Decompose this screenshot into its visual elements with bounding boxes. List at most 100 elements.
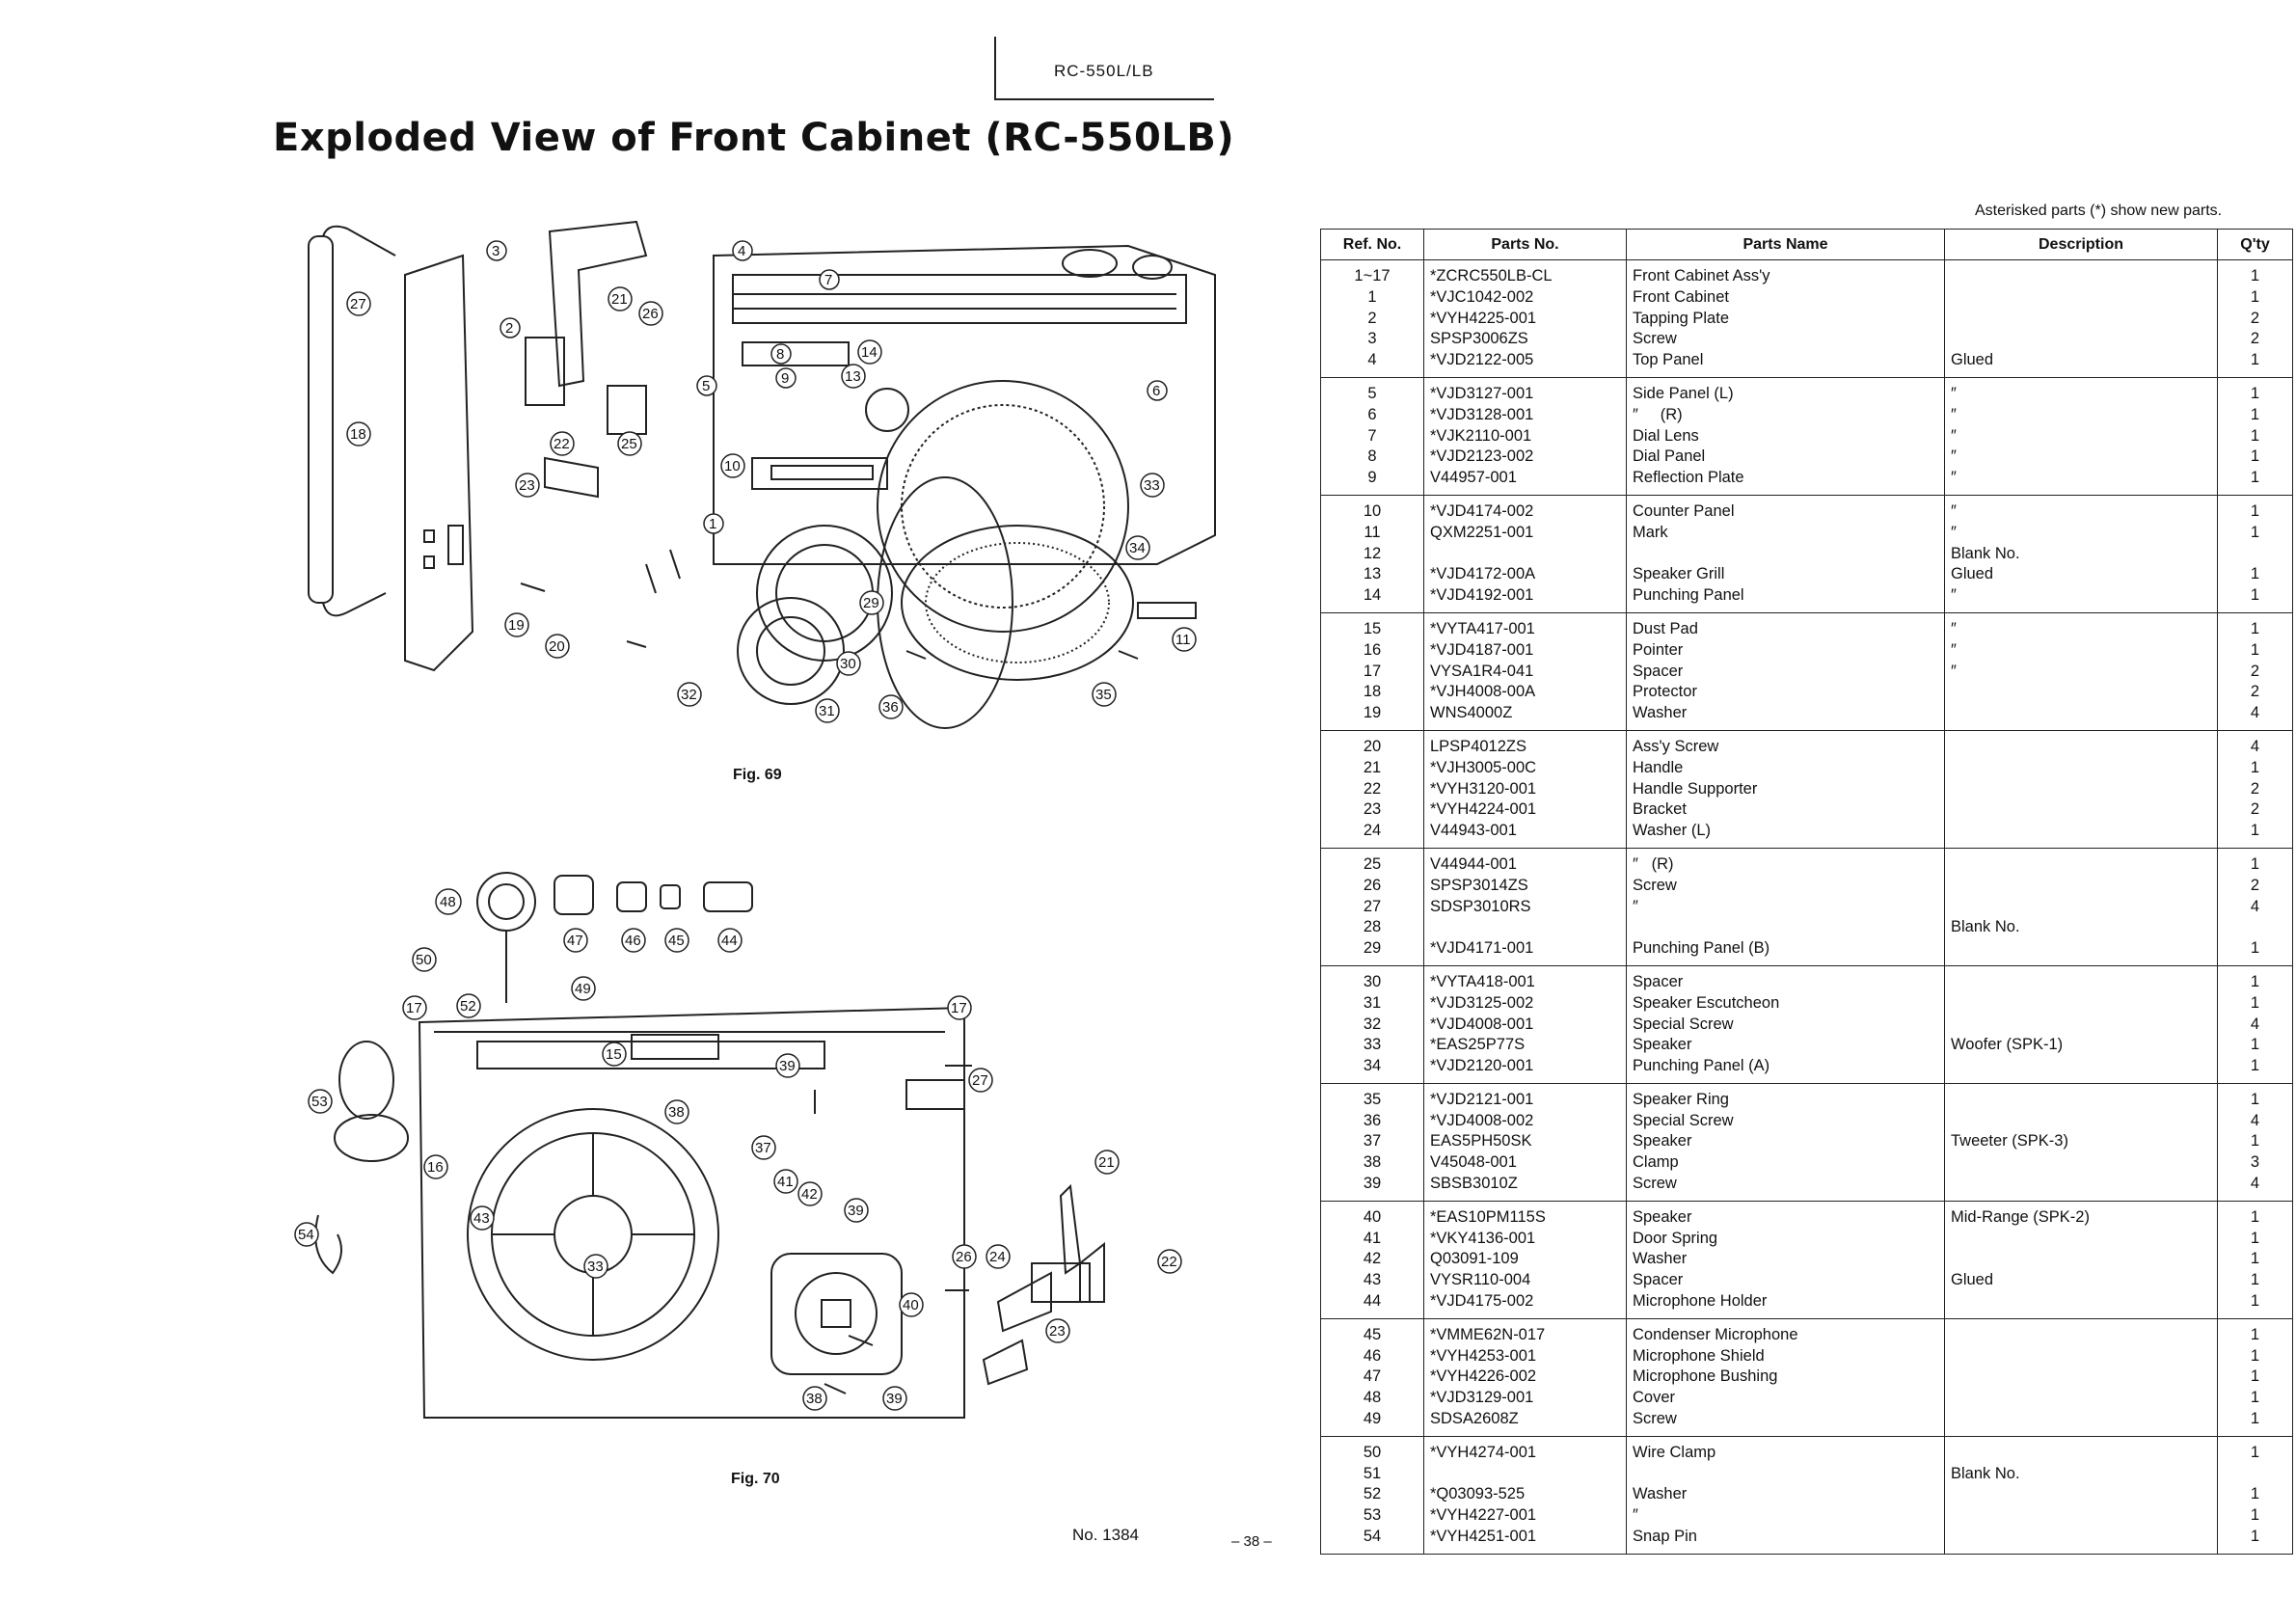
- line-qty: 4: [2250, 737, 2260, 755]
- line-name: Washer: [1633, 1250, 1688, 1268]
- line-ref: 8: [1367, 447, 1377, 466]
- line-desc: Blank No.: [1951, 544, 2020, 562]
- line-name: Washer: [1633, 1485, 1688, 1503]
- line-no: *VYH4224-001: [1430, 800, 1537, 819]
- line-ref: 13: [1363, 565, 1382, 583]
- handle-supporter: [548, 220, 648, 388]
- line-qty: 1: [2250, 1036, 2260, 1054]
- line-no: VYSA1R4-041: [1430, 662, 1534, 680]
- line-name: Condenser Microphone: [1633, 1325, 1798, 1343]
- callout-13: 13: [845, 368, 861, 385]
- cell-no: *VYH4274-001*Q03093-525*VYH4227-001*VYH4…: [1423, 1436, 1627, 1555]
- line-ref: 5: [1367, 384, 1377, 402]
- line-ref: 24: [1363, 822, 1382, 840]
- line-qty: 1: [2250, 586, 2260, 605]
- callout-40: 40: [903, 1297, 919, 1313]
- cell-desc: Woofer (SPK-1): [1944, 965, 2218, 1084]
- line-desc: ″: [1951, 586, 1957, 605]
- line-no: *VYH3120-001: [1430, 779, 1537, 798]
- line-name: ″: [1633, 897, 1638, 915]
- callout-30: 30: [840, 656, 856, 672]
- line-desc: Blank No.: [1951, 918, 2020, 936]
- callout-22: 22: [554, 436, 570, 452]
- line-no: [1430, 917, 1620, 938]
- line-name: Tapping Plate: [1633, 309, 1729, 327]
- line-desc: [1951, 1409, 2211, 1430]
- line-ref: 42: [1363, 1250, 1382, 1268]
- line-no: WNS4000Z: [1430, 704, 1513, 722]
- line-ref: 10: [1363, 501, 1382, 520]
- callout-16: 16: [427, 1159, 444, 1176]
- line-name: Spacer: [1633, 1271, 1684, 1289]
- line-qty: 1: [2250, 523, 2260, 541]
- line-desc: [1951, 703, 2211, 724]
- line-name: [1633, 544, 1938, 565]
- line-desc: [1951, 897, 2211, 918]
- line-name: Punching Panel: [1633, 586, 1744, 605]
- cabinet-back: [418, 1006, 965, 1419]
- callout-43: 43: [473, 1210, 490, 1227]
- cell-desc: [1944, 730, 2218, 849]
- line-qty: 1: [2250, 1292, 2260, 1311]
- cell-desc: ″″Blank No.Glued″: [1944, 495, 2218, 613]
- line-qty: 1: [2250, 1346, 2260, 1365]
- line-desc: [1951, 799, 2211, 821]
- line-desc: [1951, 758, 2211, 779]
- line-name: Spacer: [1633, 662, 1684, 680]
- line-desc: Woofer (SPK-1): [1951, 1036, 2064, 1054]
- line-name: Protector: [1633, 683, 1697, 701]
- line-no: *VJC1042-002: [1430, 287, 1534, 306]
- line-no: *VYH4227-001: [1430, 1506, 1537, 1525]
- side-panel: [404, 254, 474, 672]
- line-ref: 11: [1364, 523, 1381, 541]
- line-qty: 1: [2250, 758, 2260, 776]
- line-desc: [1951, 938, 2211, 960]
- line-qty: 3: [2250, 1153, 2260, 1172]
- callout-22: 22: [1161, 1254, 1177, 1270]
- line-no: LPSP4012ZS: [1430, 737, 1526, 755]
- callout-1: 1: [709, 516, 716, 532]
- line-name: Ass'y Screw: [1633, 737, 1719, 755]
- line-qty: 1: [2250, 501, 2260, 520]
- callout-52: 52: [460, 998, 476, 1015]
- line-ref: 25: [1363, 854, 1382, 873]
- line-ref: 54: [1363, 1528, 1382, 1546]
- line-name: Counter Panel: [1633, 501, 1735, 520]
- line-ref: 45: [1363, 1325, 1382, 1343]
- line-name: Front Cabinet: [1633, 287, 1729, 306]
- callout-23: 23: [1049, 1323, 1066, 1340]
- line-desc: [1951, 329, 2211, 350]
- line-ref: 18: [1363, 683, 1382, 701]
- line-ref: 27: [1363, 897, 1382, 915]
- line-desc: [1951, 1484, 2211, 1505]
- line-qty: [2224, 1464, 2286, 1485]
- line-desc: [1951, 287, 2211, 309]
- line-name: ″ (R): [1633, 854, 1674, 873]
- line-name: Dial Lens: [1633, 426, 1699, 445]
- line-ref: 1: [1367, 287, 1377, 306]
- line-ref: 1~17: [1354, 267, 1391, 284]
- line-desc: ″: [1951, 640, 1957, 659]
- line-qty: 4: [2250, 704, 2260, 722]
- line-qty: [2224, 917, 2286, 938]
- line-no: *EAS25P77S: [1430, 1036, 1526, 1054]
- line-name: ″: [1633, 1506, 1638, 1525]
- line-ref: 50: [1363, 1443, 1382, 1461]
- line-qty: 2: [2250, 800, 2260, 819]
- line-desc: [1951, 1015, 2211, 1036]
- callout-26: 26: [956, 1249, 972, 1265]
- line-desc: Glued: [1951, 1271, 1994, 1289]
